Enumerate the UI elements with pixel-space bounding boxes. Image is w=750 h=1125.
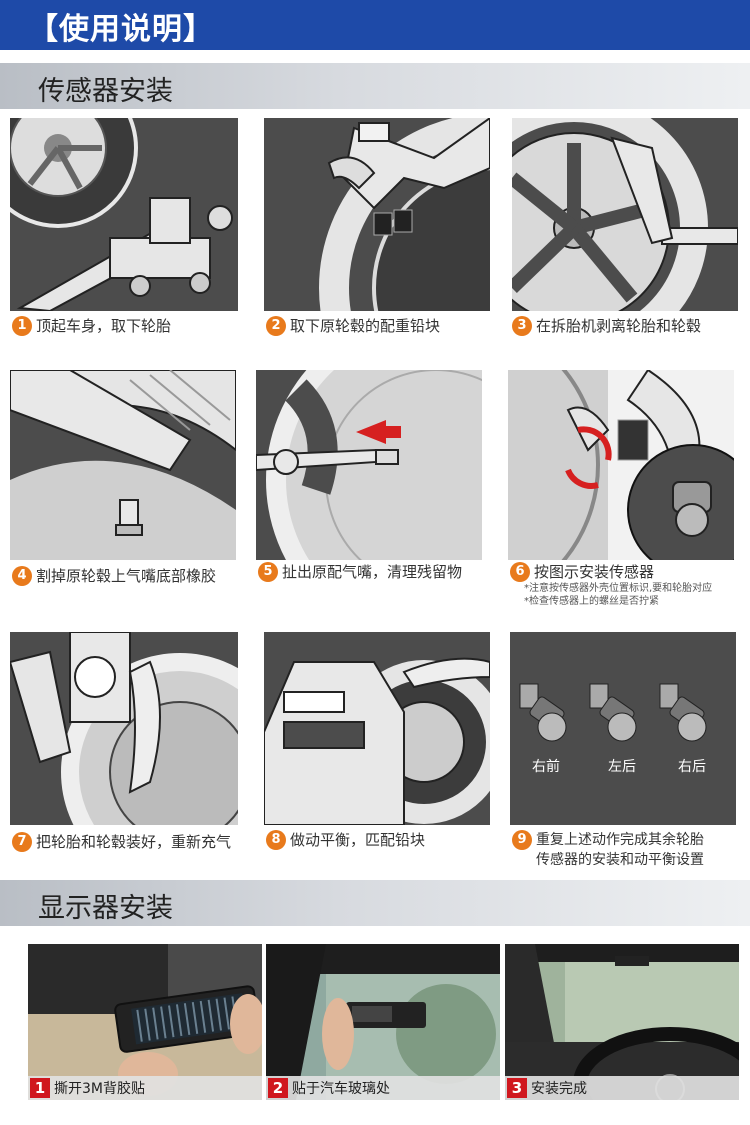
step-8-illustration: [264, 632, 490, 825]
step-4: 4 割掉原轮毂上气嘴底部橡胶: [12, 566, 216, 586]
step-number: 1: [12, 316, 32, 336]
step-text: 撕开3M背胶贴: [54, 1081, 145, 1097]
step-2: 2 取下原轮毂的配重铅块: [266, 316, 440, 336]
step-number: 1: [30, 1078, 50, 1098]
sensor-label-rear-right: 右后: [678, 759, 706, 775]
step-4-illustration: [10, 370, 236, 560]
section-title: 传感器安装: [38, 76, 173, 107]
step-number: 2: [266, 316, 286, 336]
step-text-line-2: 传感器的安装和动平衡设置: [536, 852, 704, 868]
step-1-illustration: [10, 118, 238, 311]
step-text: 做动平衡，匹配铅块: [290, 831, 426, 849]
step-number: 4: [12, 566, 32, 586]
step-1: 1 顶起车身，取下轮胎: [12, 316, 171, 336]
display-step-2-photo: 2 贴于汽车玻璃处: [266, 944, 500, 1100]
step-text: 重复上述动作完成其余轮胎传感器的安装和动平衡设置: [536, 830, 704, 870]
display-step-3: 3 安装完成: [505, 1076, 739, 1100]
step-6: 6 按图示安装传感器: [510, 562, 654, 582]
step-6-illustration: [508, 370, 734, 560]
step-5: 5 扯出原配气嘴，清理残留物: [258, 562, 462, 582]
step-6-note-1: *注意按传感器外壳位置标识,要和轮胎对应: [524, 583, 713, 594]
step-text: 取下原轮毂的配重铅块: [290, 317, 441, 335]
display-step-1-photo: 1 撕开3M背胶贴: [28, 944, 262, 1100]
step-8: 8 做动平衡，匹配铅块: [266, 830, 425, 850]
step-text: 把轮胎和轮毂装好，重新充气: [36, 833, 232, 851]
section-title: 显示器安装: [38, 893, 173, 924]
step-number: 3: [512, 316, 532, 336]
step-9-illustration: 右前 左后 右后: [510, 632, 736, 825]
step-9: 9 重复上述动作完成其余轮胎传感器的安装和动平衡设置: [512, 830, 704, 870]
step-text: 安装完成: [531, 1081, 587, 1097]
section-header-display: 显示器安装: [0, 880, 750, 926]
page-title: 【使用说明】: [28, 12, 214, 47]
sensor-label-front-right: 右前: [532, 759, 560, 775]
step-text: 顶起车身，取下轮胎: [36, 317, 172, 335]
step-2-illustration: [264, 118, 490, 311]
step-number: 9: [512, 830, 532, 850]
step-7-illustration: [10, 632, 238, 825]
step-number: 2: [268, 1078, 288, 1098]
step-7: 7 把轮胎和轮毂装好，重新充气: [12, 832, 231, 852]
display-step-2: 2 贴于汽车玻璃处: [266, 1076, 500, 1100]
section-header-sensor: 传感器安装: [0, 63, 750, 109]
header-bar: 【使用说明】: [0, 0, 750, 50]
display-step-3-photo: 3 安装完成: [505, 944, 739, 1100]
step-number: 7: [12, 832, 32, 852]
step-text: 按图示安装传感器: [534, 563, 655, 581]
step-text-line-1: 重复上述动作完成其余轮胎: [536, 832, 704, 848]
step-text: 割掉原轮毂上气嘴底部橡胶: [36, 567, 217, 585]
step-3: 3 在拆胎机剥离轮胎和轮毂: [512, 316, 701, 336]
step-number: 5: [258, 562, 278, 582]
step-3-illustration: [512, 118, 738, 311]
display-step-1: 1 撕开3M背胶贴: [28, 1076, 262, 1100]
step-text: 在拆胎机剥离轮胎和轮毂: [536, 317, 702, 335]
step-text: 贴于汽车玻璃处: [292, 1081, 390, 1097]
step-number: 8: [266, 830, 286, 850]
step-number: 3: [507, 1078, 527, 1098]
step-number: 6: [510, 562, 530, 582]
step-text: 扯出原配气嘴，清理残留物: [282, 563, 463, 581]
step-6-note-2: *检查传感器上的螺丝是否拧紧: [524, 596, 659, 607]
step-5-illustration: [256, 370, 482, 560]
sensor-label-rear-left: 左后: [608, 759, 636, 775]
